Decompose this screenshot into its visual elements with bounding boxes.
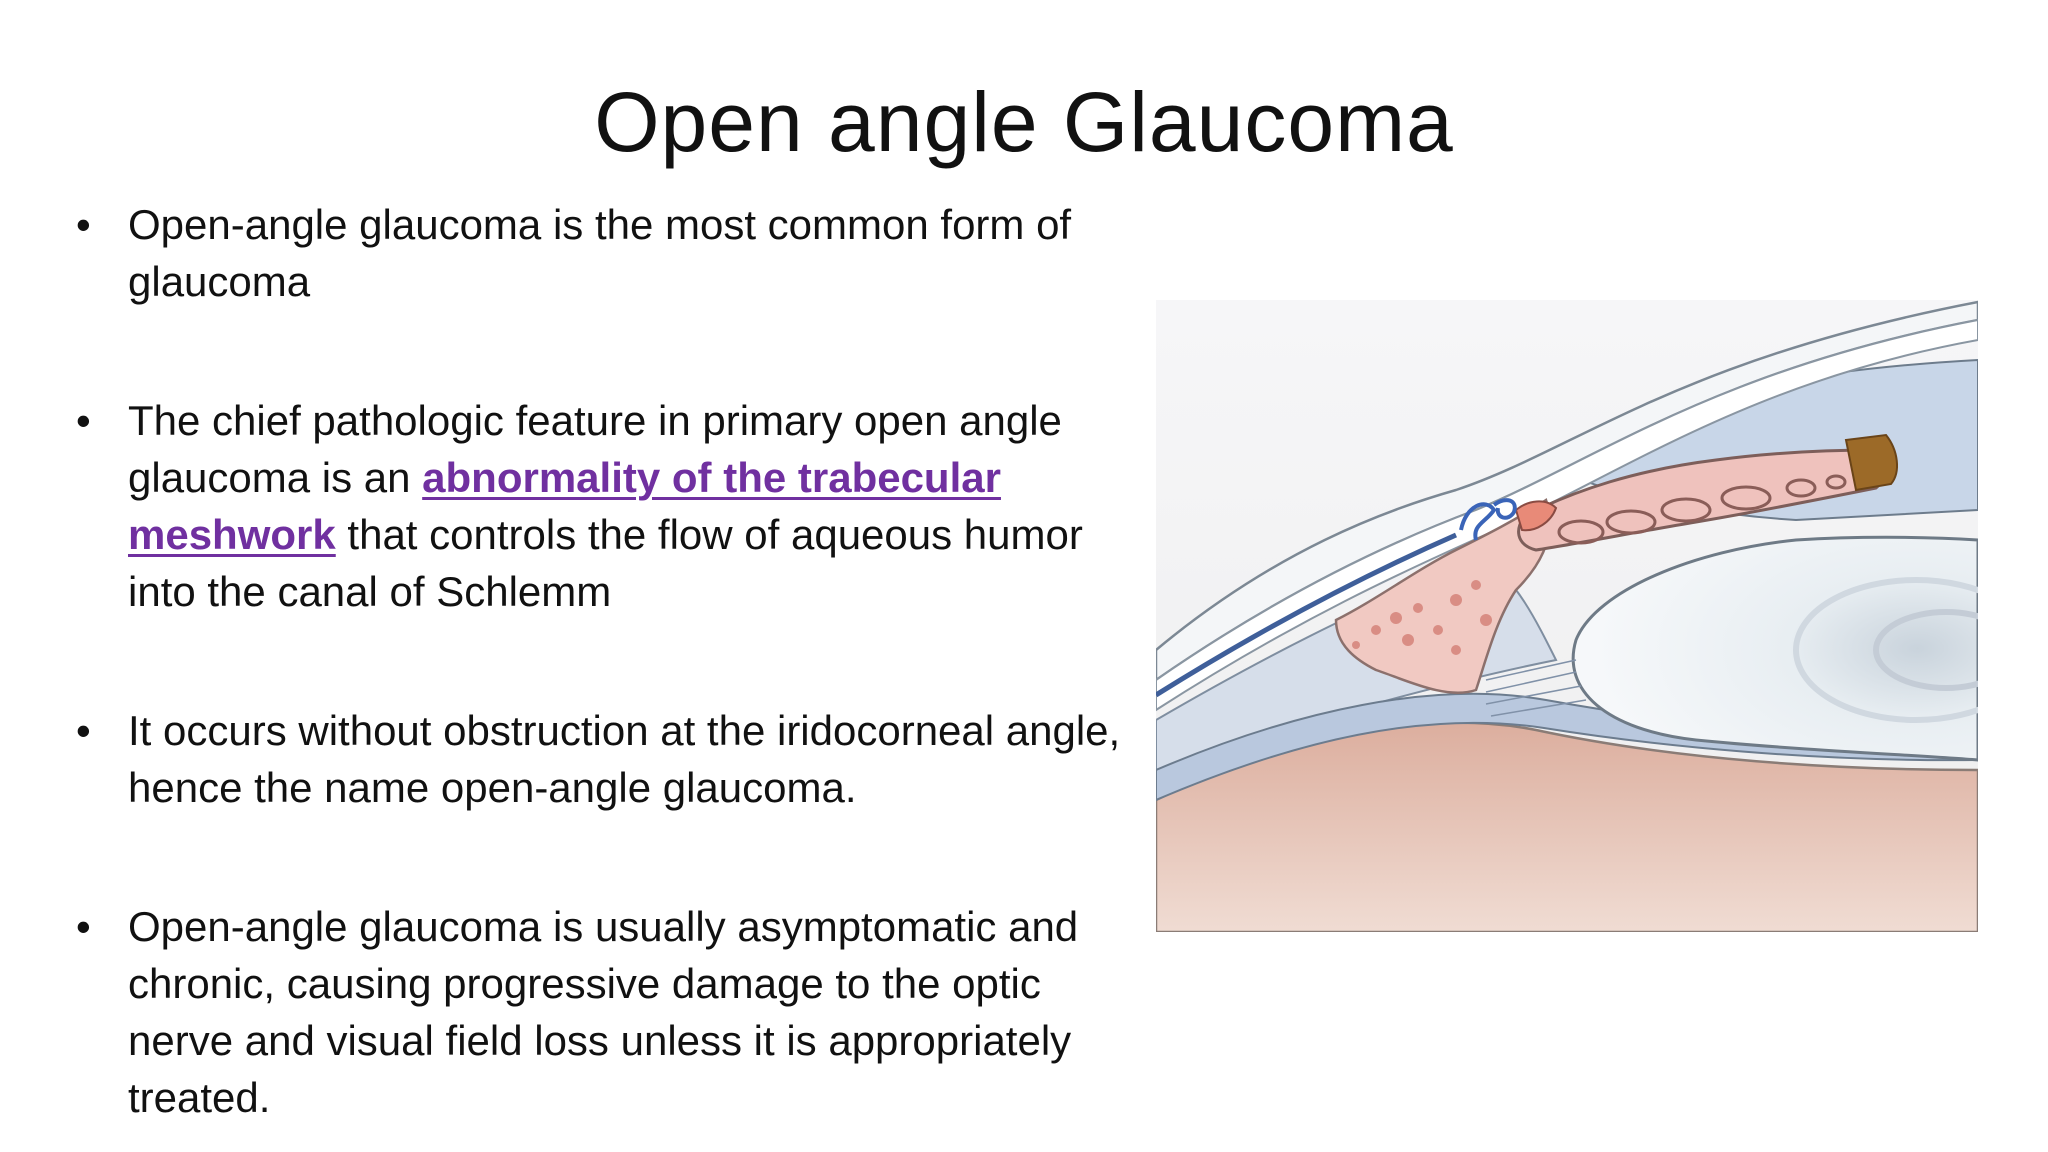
bullet-text-3: It occurs without obstruction at the iri…	[128, 707, 1121, 811]
iris-stroma-vessels	[1557, 474, 1847, 545]
bullet-item-1: • Open-angle glaucoma is the most common…	[76, 196, 1138, 310]
zonule-band	[1156, 692, 1978, 802]
eye-angle-illustration	[1156, 300, 1978, 932]
bullet-item-4: • Open-angle glaucoma is usually asympto…	[76, 898, 1138, 1126]
schlemm-canal-loop	[1492, 498, 1517, 520]
trabecular-meshwork-link[interactable]: abnormality of the trabecular meshwork	[128, 454, 1001, 558]
eye-angle-diagram	[1156, 300, 1978, 932]
lens-ring	[1873, 609, 1978, 691]
bullet-item-3: • It occurs without obstruction at the i…	[76, 702, 1138, 816]
bullet-list: • Open-angle glaucoma is the most common…	[76, 196, 1138, 1126]
bullet-icon: •	[76, 707, 91, 754]
ciliary-vessels	[1352, 580, 1492, 655]
trabecular-meshwork	[1514, 500, 1558, 532]
bullet-text-2-after: that controls the flow of aqueous humor …	[128, 511, 1083, 615]
lens	[1571, 535, 1978, 762]
schlemm-canal	[1459, 502, 1497, 541]
bullet-item-2: • The chief pathologic feature in primar…	[76, 392, 1138, 620]
bullet-text-1: Open-angle glaucoma is the most common f…	[128, 201, 1072, 305]
zonule-fibres	[1485, 659, 1587, 717]
bullet-text-4: Open-angle glaucoma is usually asymptoma…	[128, 903, 1079, 1121]
bullet-icon: •	[76, 201, 91, 248]
scleral-vessel	[1156, 532, 1458, 698]
iris-pigment	[1844, 433, 1898, 492]
slide-title: Open angle Glaucoma	[594, 75, 1454, 169]
lens-ring	[1793, 577, 1978, 723]
bullet-text-2-before: The chief pathologic feature in primary …	[128, 397, 1062, 501]
bullet-icon: •	[76, 397, 91, 444]
cornea-inner-layer	[1156, 318, 1978, 712]
ciliary-body	[1334, 498, 1551, 694]
bullet-icon: •	[76, 903, 91, 950]
